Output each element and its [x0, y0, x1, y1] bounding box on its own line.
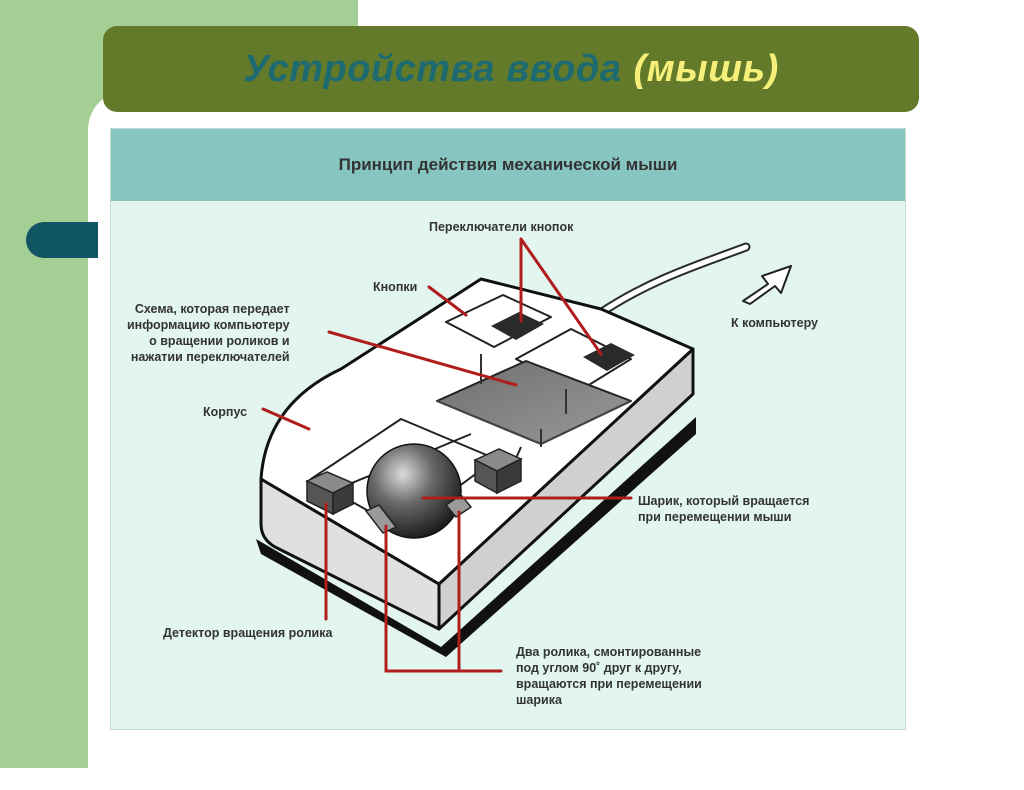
leader-switches — [519, 237, 603, 356]
label-circuit-line-4: нажатии переключателей — [130, 350, 290, 364]
rotation-detector-left — [305, 471, 355, 516]
leader-rollers — [384, 510, 503, 673]
label-detector: Детектор вращения ролика — [163, 626, 333, 640]
label-circuit-line-3: о вращении роликов и — [149, 334, 290, 348]
mouse-ball — [366, 443, 462, 539]
slide-title-bar: Устройства ввода (мышь) — [103, 26, 919, 112]
leader-lines — [261, 237, 633, 673]
rotation-detector-right — [473, 448, 523, 495]
label-rollers: Два ролика, смонтированные под углом 90˚… — [516, 644, 702, 708]
label-rollers-line-1: Два ролика, смонтированные — [516, 645, 702, 659]
slide-title-main: Устройства ввода — [243, 47, 622, 90]
mouse-diagram-svg — [256, 237, 792, 673]
label-circuit: Схема, которая передает информацию компь… — [127, 301, 290, 365]
slide-title-accent: (мышь) — [633, 47, 779, 90]
button-switch-right — [583, 343, 635, 371]
to-computer-arrow-icon — [742, 265, 792, 305]
label-ball: Шарик, который вращается при перемещении… — [638, 493, 809, 525]
mouse-diagram-figure: Принцип действия механической мыши — [110, 128, 906, 730]
label-rollers-line-2: под углом 90˚ друг к другу, — [516, 661, 682, 675]
label-circuit-line-1: Схема, которая передает — [134, 302, 290, 316]
label-buttons: Кнопки — [373, 280, 418, 294]
left-decor-tab — [26, 222, 98, 258]
button-switch-left — [491, 312, 544, 340]
label-ball-line-2: при перемещении мыши — [638, 510, 792, 524]
label-rollers-line-3: вращаются при перемещении — [516, 677, 702, 691]
leader-circuit — [327, 330, 518, 387]
label-body: Корпус — [203, 405, 248, 419]
mouse-button-left — [445, 294, 552, 348]
label-ball-line-1: Шарик, который вращается — [638, 494, 810, 508]
leader-body-dark — [261, 407, 311, 431]
mouse-cable — [594, 242, 751, 319]
roller-left — [364, 504, 398, 534]
label-circuit-line-2: информацию компьютеру — [127, 318, 290, 332]
leader-buttons — [427, 285, 468, 317]
label-to-computer: К компьютеру — [731, 316, 819, 330]
label-switches: Переключатели кнопок — [429, 220, 574, 234]
figure-header: Принцип действия механической мыши — [111, 129, 905, 201]
label-rollers-line-4: шарика — [516, 693, 562, 707]
